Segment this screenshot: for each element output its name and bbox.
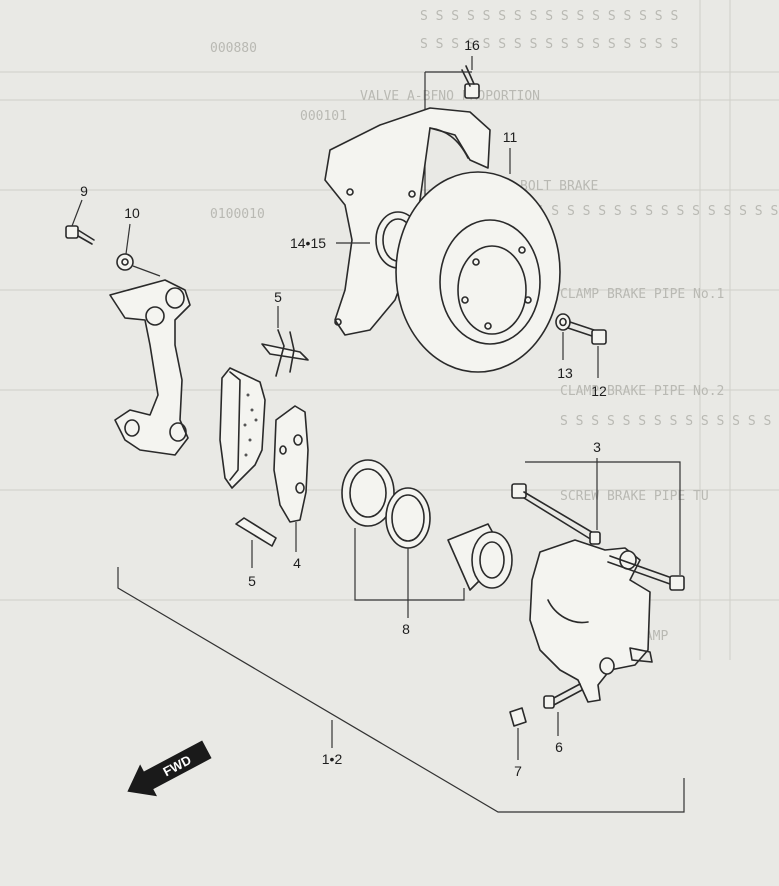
bg-row: S S S S S S S S S S S S S S S S S (560, 414, 779, 429)
bg-row: CLAMP BRAKE PIPE No.1 (560, 287, 724, 302)
part-number-7: 7 (514, 763, 522, 779)
part-number-9: 9 (80, 183, 88, 199)
piston-seal (385, 487, 431, 549)
pad-clip-lower (235, 517, 277, 568)
fwd-arrow-icon: FWD (127, 740, 212, 797)
part-number-3: 3 (593, 439, 601, 455)
assembly-bracket (117, 567, 685, 813)
bg-row: SCREW BRAKE PIPE TU (560, 489, 709, 504)
bg-row: S S S S S S S S S S S S S S S S S (520, 204, 778, 219)
bg-row: CLAMP BRAKE PIPE No.2 (560, 384, 724, 399)
part-number-1-2: 1•2 (322, 751, 343, 767)
bolt-9 (65, 199, 95, 245)
part-number-10: 10 (124, 205, 140, 221)
bg-code: 000101 (300, 109, 347, 124)
washer-13 (555, 313, 571, 360)
slide-pin (511, 458, 685, 591)
bg-row: BOLT BRAKE (520, 179, 598, 194)
brake-pad-inner (219, 367, 266, 489)
washer-10 (116, 223, 161, 277)
bolt-12 (567, 321, 607, 378)
part-number-5-upper: 5 (274, 289, 282, 305)
part-number-4: 4 (293, 555, 301, 571)
part-number-8: 8 (402, 621, 410, 637)
part-number-14-15: 14•15 (290, 235, 326, 251)
part-number-12: 12 (591, 383, 607, 399)
part-number-11: 11 (503, 129, 518, 145)
bg-row: S S S S S S S S S S S S S S S S S (420, 37, 678, 52)
pad-clip-upper (261, 306, 309, 377)
bg-code: 0100010 (210, 207, 265, 222)
bleeder-cap (509, 707, 527, 760)
bg-row: S S S S S S S S S S S S S S S S S (420, 9, 678, 24)
part-number-13: 13 (557, 365, 573, 381)
bg-row: VALVE A-BFNO PROPORTION (360, 89, 540, 104)
caliper-body (529, 539, 653, 703)
part-number-5-lower: 5 (248, 573, 256, 589)
brake-pad-outer (273, 405, 309, 552)
part-number-16: 16 (464, 37, 480, 53)
part-number-6: 6 (555, 739, 563, 755)
caliper-bracket (109, 279, 191, 456)
piston (354, 523, 513, 618)
bleeder-screw (543, 683, 583, 736)
brake-disc (395, 148, 561, 373)
piston-boot (341, 459, 395, 527)
bg-code: 000880 (210, 41, 257, 56)
